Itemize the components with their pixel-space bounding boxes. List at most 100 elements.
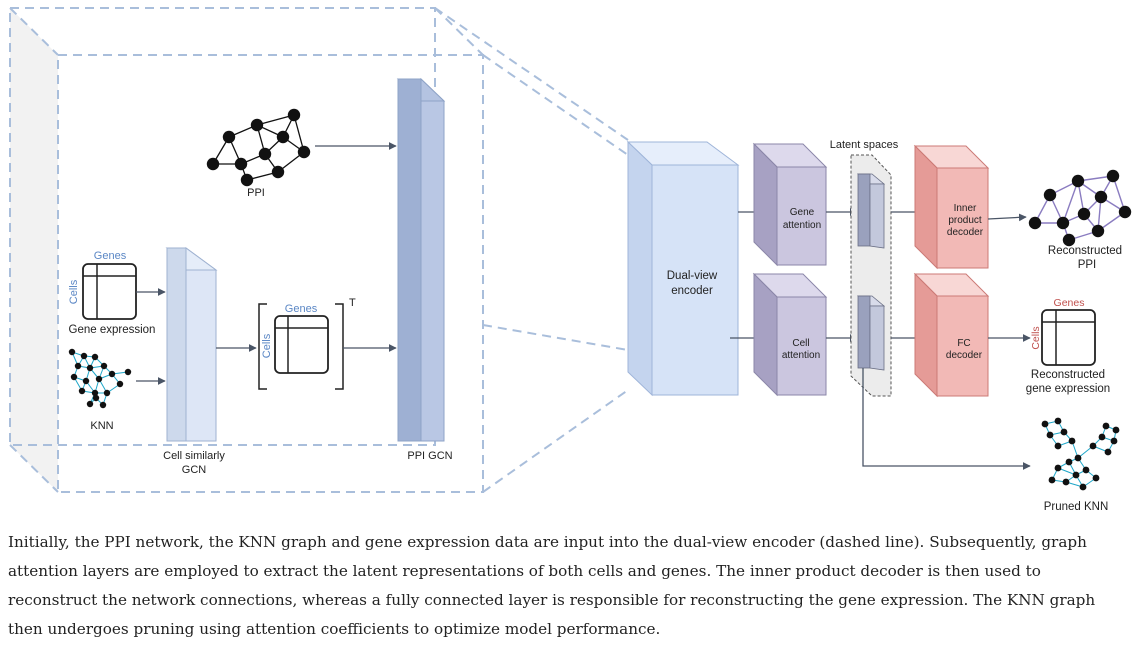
graph-node xyxy=(103,389,111,397)
graph-node xyxy=(100,362,108,370)
graph-node xyxy=(1065,458,1073,466)
reconstructed-ppi-graph xyxy=(1028,169,1132,247)
graph-node xyxy=(1082,466,1090,474)
graph-node xyxy=(1118,205,1132,219)
graph-node xyxy=(124,368,132,376)
graph-node xyxy=(1079,483,1087,491)
encoder-zoom-box xyxy=(9,7,629,493)
graph-node xyxy=(86,364,94,372)
graph-node xyxy=(258,147,272,161)
graph-node xyxy=(1112,426,1120,434)
graph-edge xyxy=(293,114,305,153)
graph-node xyxy=(1054,442,1062,450)
graph-edge xyxy=(1112,175,1126,213)
out-genes-header: Genes xyxy=(1054,297,1085,309)
graph-node xyxy=(1089,442,1097,450)
fc-decoder-block xyxy=(913,272,990,398)
encoder-label-line2: encoder xyxy=(671,285,713,297)
ppi-network-graph xyxy=(206,108,311,187)
cell-attention-line2: attention xyxy=(782,350,820,361)
graph-node xyxy=(1054,464,1062,472)
reconstructed-expression-line2: gene expression xyxy=(1026,383,1110,395)
graph-node xyxy=(1048,476,1056,484)
cell-gcn-label-line1: Cell similarly xyxy=(163,450,225,462)
graph-node xyxy=(1054,417,1062,425)
gene-attention-block xyxy=(752,142,828,267)
latent-spaces-label: Latent spaces xyxy=(830,139,899,151)
graph-node xyxy=(1041,420,1049,428)
graph-node xyxy=(1102,422,1110,430)
graph-node xyxy=(1098,433,1106,441)
graph-node xyxy=(116,380,124,388)
transposed-matrix: T Genes Cells xyxy=(258,297,356,390)
encoder-label-line1: Dual-view xyxy=(667,270,718,282)
pruned-knn-label: Pruned KNN xyxy=(1044,501,1109,513)
transpose-cells-header: Cells xyxy=(261,333,273,358)
ppi-gcn-layer xyxy=(396,77,446,442)
graph-node xyxy=(68,348,76,356)
graph-node xyxy=(1106,169,1120,183)
reconstructed-expression-matrix: Genes Cells xyxy=(1030,297,1096,366)
graph-node xyxy=(70,373,78,381)
reconstructed-ppi-line2: PPI xyxy=(1078,259,1097,271)
graph-node xyxy=(95,375,103,383)
ppi-gcn-label: PPI GCN xyxy=(407,450,452,462)
graph-node xyxy=(91,353,99,361)
inner-product-line2: product xyxy=(948,215,982,226)
graph-node xyxy=(74,362,82,370)
dual-view-encoder-block xyxy=(626,140,740,397)
pruned-knn-graph xyxy=(1041,417,1120,491)
graph-node xyxy=(1104,448,1112,456)
gene-expression-label: Gene expression xyxy=(69,324,156,336)
gene-expression-matrix: Genes Cells Gene expression xyxy=(68,250,155,336)
graph-node xyxy=(1062,233,1076,247)
graph-node xyxy=(1071,174,1085,188)
graph-node xyxy=(1092,474,1100,482)
graph-node xyxy=(1028,216,1042,230)
fc-decoder-line2: decoder xyxy=(946,350,983,361)
graph-node xyxy=(1046,431,1054,439)
graph-node xyxy=(108,370,116,378)
graph-node xyxy=(1043,188,1057,202)
cells-header: Cells xyxy=(68,279,80,304)
reconstructed-ppi-line1: Reconstructed xyxy=(1048,245,1122,257)
graph-node xyxy=(92,394,100,402)
inner-product-line1: Inner xyxy=(954,203,977,214)
cell-attention-line1: Cell xyxy=(792,338,809,349)
graph-node xyxy=(1110,437,1118,445)
graph-node xyxy=(80,352,88,360)
graph-edge xyxy=(256,114,295,126)
graph-node xyxy=(1056,216,1070,230)
graph-node xyxy=(1062,478,1070,486)
graph-node xyxy=(1094,190,1108,204)
graph-node xyxy=(1077,207,1091,221)
graph-node xyxy=(222,130,236,144)
knn-graph xyxy=(68,348,132,409)
arrow-latent-to-pruned-knn xyxy=(862,368,1031,470)
genes-header: Genes xyxy=(94,250,127,262)
inner-product-line3: decoder xyxy=(947,227,984,238)
graph-node xyxy=(234,157,248,171)
out-cells-header: Cells xyxy=(1030,326,1042,349)
graph-node xyxy=(271,165,285,179)
transpose-genes-header: Genes xyxy=(285,303,318,315)
cell-attention-block xyxy=(752,272,828,397)
cell-similarity-gcn-layer xyxy=(165,247,218,442)
cell-gcn-label-line2: GCN xyxy=(182,464,207,476)
ppi-label: PPI xyxy=(247,187,265,199)
knn-label: KNN xyxy=(90,420,113,432)
graph-node xyxy=(297,145,311,159)
transpose-mark: T xyxy=(349,297,356,309)
graph-node xyxy=(86,400,94,408)
graph-node xyxy=(250,118,264,132)
gene-attention-line1: Gene xyxy=(790,207,815,218)
graph-node xyxy=(78,387,86,395)
graph-node xyxy=(1074,454,1082,462)
fc-decoder-line1: FC xyxy=(957,338,970,349)
arrow-inner-product-to-reconstructed-ppi xyxy=(987,213,1027,222)
graph-edge xyxy=(1062,180,1079,224)
graph-node xyxy=(1091,224,1105,238)
gene-attention-line2: attention xyxy=(783,220,821,231)
graph-node xyxy=(287,108,301,122)
latent-spaces-container xyxy=(850,154,892,397)
